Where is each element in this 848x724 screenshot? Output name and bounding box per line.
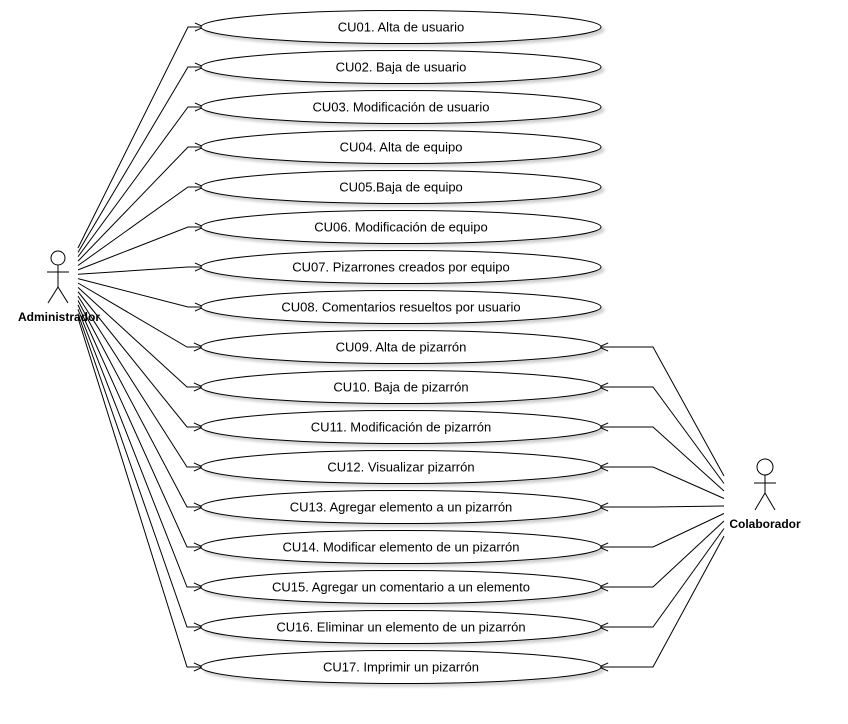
- association-colaborador: [599, 535, 725, 668]
- association-colaborador: [599, 513, 725, 548]
- associations: [77, 22, 725, 672]
- use-case-item[interactable]: CU16. Eliminar un elemento de un pizarró…: [200, 610, 602, 644]
- association-admin: [77, 291, 203, 428]
- association-admin: [77, 317, 203, 668]
- use-case-item[interactable]: CU11. Modificación de pizarrón: [200, 410, 602, 444]
- use-case-ellipse: [200, 450, 602, 484]
- use-case-ellipse: [200, 530, 602, 564]
- association-colaborador: [599, 528, 725, 628]
- stick-figure-icon: [47, 250, 69, 304]
- use-case-ellipse: [200, 290, 602, 324]
- association-admin: [77, 278, 204, 308]
- use-case-ellipse: [200, 570, 602, 604]
- use-case-item[interactable]: CU09. Alta de pizarrón: [200, 330, 602, 364]
- use-case-ellipse: [200, 370, 602, 404]
- use-case-ellipse: [200, 490, 602, 524]
- use-case-ellipse: [200, 610, 602, 644]
- use-case-label: CU12. Visualizar pizarrón: [327, 460, 474, 475]
- use-case-item[interactable]: CU02. Baja de usuario: [200, 50, 602, 84]
- use-case-label: CU09. Alta de pizarrón: [336, 340, 467, 355]
- association-admin: [77, 309, 203, 588]
- use-case-label: CU17. Imprimir un pizarrón: [323, 660, 479, 675]
- stick-figure-icon: [754, 458, 776, 511]
- use-case-label: CU14. Modificar elemento de un pizarrón: [282, 540, 519, 555]
- use-case-ellipse: [200, 130, 602, 164]
- use-case-label: CU13. Agregar elemento a un pizarrón: [290, 500, 513, 515]
- association-admin: [77, 313, 203, 628]
- use-case-item[interactable]: CU17. Imprimir un pizarrón: [200, 650, 602, 684]
- association-admin: [77, 300, 203, 508]
- association-colaborador: [599, 520, 725, 588]
- use-case-item[interactable]: CU05.Baja de equipo: [200, 170, 602, 204]
- use-case-label: CU03. Modificación de usuario: [312, 100, 489, 115]
- use-case-label: CU10. Baja de pizarrón: [333, 380, 468, 395]
- association-colaborador: [599, 505, 725, 508]
- use-case-label: CU02. Baja de usuario: [336, 60, 467, 75]
- use-case-ellipse: [200, 90, 602, 124]
- use-case-ellipse: [200, 250, 602, 284]
- association-admin: [77, 146, 204, 262]
- association-admin: [77, 106, 204, 258]
- use-case-label: CU08. Comentarios resueltos por usuario: [281, 300, 520, 315]
- use-case-item[interactable]: CU08. Comentarios resueltos por usuario: [200, 290, 602, 324]
- use-case-ellipse: [200, 170, 602, 204]
- association-admin: [77, 282, 203, 348]
- association-admin: [77, 295, 203, 468]
- association-colaborador: [599, 386, 725, 484]
- use-case-label: CU15. Agregar un comentario a un element…: [272, 580, 530, 595]
- use-case-label: CU01. Alta de usuario: [338, 20, 464, 35]
- use-case-item[interactable]: CU10. Baja de pizarrón: [200, 370, 602, 404]
- use-case-ellipse: [200, 50, 602, 84]
- actor-label-colaborador: Colaborador: [729, 517, 801, 531]
- use-case-ellipse: [200, 10, 602, 44]
- association-admin: [77, 66, 204, 253]
- use-case-item[interactable]: CU07. Pizarrones creados por equipo: [200, 250, 602, 284]
- use-case-label: CU16. Eliminar un elemento de un pizarró…: [276, 620, 525, 635]
- use-case-ellipse: [200, 330, 602, 364]
- association-colaborador: [599, 346, 725, 477]
- association-admin: [77, 304, 203, 548]
- use-case-item[interactable]: CU14. Modificar elemento de un pizarrón: [200, 530, 602, 564]
- use-case-label: CU07. Pizarrones creados por equipo: [292, 260, 510, 275]
- association-admin: [77, 186, 204, 266]
- use-case-label: CU05.Baja de equipo: [339, 180, 463, 195]
- use-case-label: CU11. Modificación de pizarrón: [311, 420, 491, 435]
- association-admin: [77, 266, 204, 275]
- actor-administrador[interactable]: Administrador: [18, 250, 100, 324]
- use-case-ellipse: [200, 210, 602, 244]
- use-case-item[interactable]: CU06. Modificación de equipo: [200, 210, 602, 244]
- actor-label-administrador: Administrador: [18, 310, 100, 324]
- association-admin: [77, 26, 204, 249]
- use-case-item[interactable]: CU03. Modificación de usuario: [200, 90, 602, 124]
- association-admin: [77, 287, 203, 388]
- use-case-label: CU04. Alta de equipo: [340, 140, 463, 155]
- use-case-item[interactable]: CU15. Agregar un comentario a un element…: [200, 570, 602, 604]
- association-admin: [77, 226, 204, 271]
- use-case-item[interactable]: CU01. Alta de usuario: [200, 10, 602, 44]
- association-colaborador: [599, 426, 725, 492]
- use-case-item[interactable]: CU12. Visualizar pizarrón: [200, 450, 602, 484]
- association-colaborador: [599, 466, 725, 499]
- use-case-item[interactable]: CU13. Agregar elemento a un pizarrón: [200, 490, 602, 524]
- use-case-ellipse: [200, 650, 602, 684]
- use-case-ellipse: [200, 410, 602, 444]
- actor-colaborador[interactable]: Colaborador: [729, 458, 801, 531]
- use-case-label: CU06. Modificación de equipo: [314, 220, 487, 235]
- use-case-item[interactable]: CU04. Alta de equipo: [200, 130, 602, 164]
